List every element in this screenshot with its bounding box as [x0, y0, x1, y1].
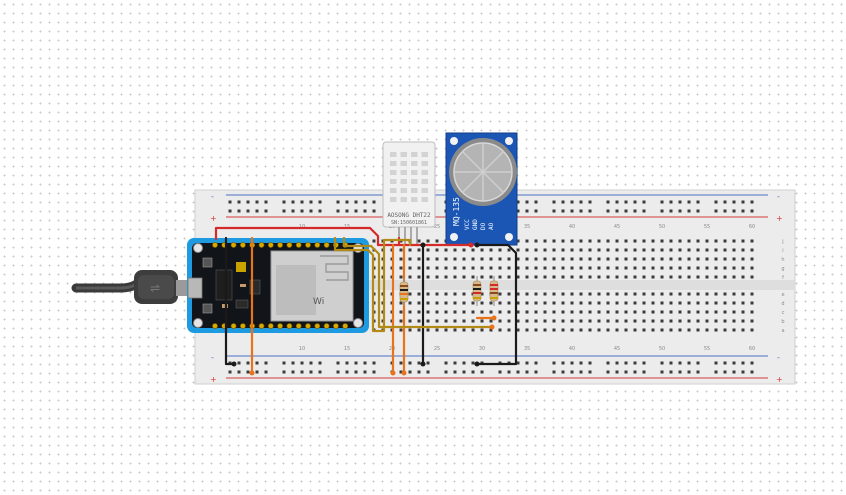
resistor-divider-2[interactable] — [489, 276, 499, 306]
wire-endpoints — [231, 242, 497, 376]
resistor-dht-pullup[interactable] — [399, 278, 409, 306]
row-letter-top: f — [782, 275, 784, 281]
usb-symbol-icon: ⇌ — [150, 281, 160, 295]
column-number-top: 50 — [659, 224, 665, 230]
dht22-serial-number: SN:150601861 — [391, 220, 427, 226]
wire-black-gnd-left[interactable] — [224, 236, 236, 366]
rail-plus-label-right: + — [776, 214, 783, 223]
wire-olive-data-1[interactable] — [342, 236, 494, 329]
column-number-bottom: 25 — [434, 346, 440, 352]
mq135-pin-vcc: VCC — [464, 219, 471, 230]
rail-plus-label-bottom: + — [210, 375, 217, 384]
usb-cable[interactable]: ⇌ — [71, 270, 190, 304]
column-number-bottom: 55 — [704, 346, 710, 352]
row-letter-bottom: d — [781, 301, 784, 307]
column-number-top: 35 — [524, 224, 530, 230]
column-number-bottom: 40 — [569, 346, 575, 352]
wires — [214, 226, 518, 375]
row-letter-top: g — [781, 266, 784, 272]
column-number-bottom: 60 — [749, 346, 755, 352]
column-number-top: 45 — [614, 224, 620, 230]
mq135-pin-do: DO — [480, 222, 487, 230]
mq135-label: MQ-135 — [452, 197, 461, 226]
column-number-top: 60 — [749, 224, 755, 230]
column-number-top: 40 — [569, 224, 575, 230]
resistor-divider-1[interactable] — [472, 276, 482, 306]
column-number-top: 55 — [704, 224, 710, 230]
wifi-logo-icon: Wi — [313, 297, 324, 307]
rail-minus-label-bottom-right: - — [777, 353, 780, 362]
row-letter-top: j — [781, 239, 783, 245]
nodemcu-board[interactable]: Wi — [187, 238, 369, 333]
column-number-top: 25 — [434, 224, 440, 230]
rail-minus-label-right: - — [777, 192, 780, 201]
mq135-pin-ao: AO — [488, 222, 495, 230]
row-letter-bottom: c — [782, 310, 785, 316]
wire-olive-data-2[interactable] — [333, 236, 412, 333]
rail-plus-label-bottom-right: + — [776, 375, 783, 384]
row-letter-top: h — [781, 257, 784, 263]
column-number-bottom: 10 — [299, 346, 305, 352]
wire-black-gnd-right[interactable] — [475, 243, 518, 366]
mq135-sensor[interactable]: MQ-135 VCC GND DO AO — [445, 132, 518, 246]
dht22-part-number: AOSONG DHT22 — [387, 212, 431, 219]
column-number-bottom: 15 — [344, 346, 350, 352]
column-number-bottom: 45 — [614, 346, 620, 352]
dht22-sensor[interactable]: AOSONG DHT22 SN:150601861 — [382, 141, 436, 245]
column-number-bottom: 30 — [479, 346, 485, 352]
column-number-bottom: 50 — [659, 346, 665, 352]
column-number-bottom: 35 — [524, 346, 530, 352]
row-letter-bottom: a — [781, 328, 784, 334]
row-letter-bottom: b — [781, 319, 784, 325]
rail-minus-label: - — [211, 192, 214, 201]
row-letter-bottom: e — [781, 292, 784, 298]
rail-plus-label: + — [210, 214, 217, 223]
dht22-grille — [390, 152, 428, 202]
rail-minus-label-bottom: - — [211, 353, 214, 362]
row-letter-top: i — [782, 248, 783, 254]
mq135-pin-gnd: GND — [472, 219, 479, 230]
